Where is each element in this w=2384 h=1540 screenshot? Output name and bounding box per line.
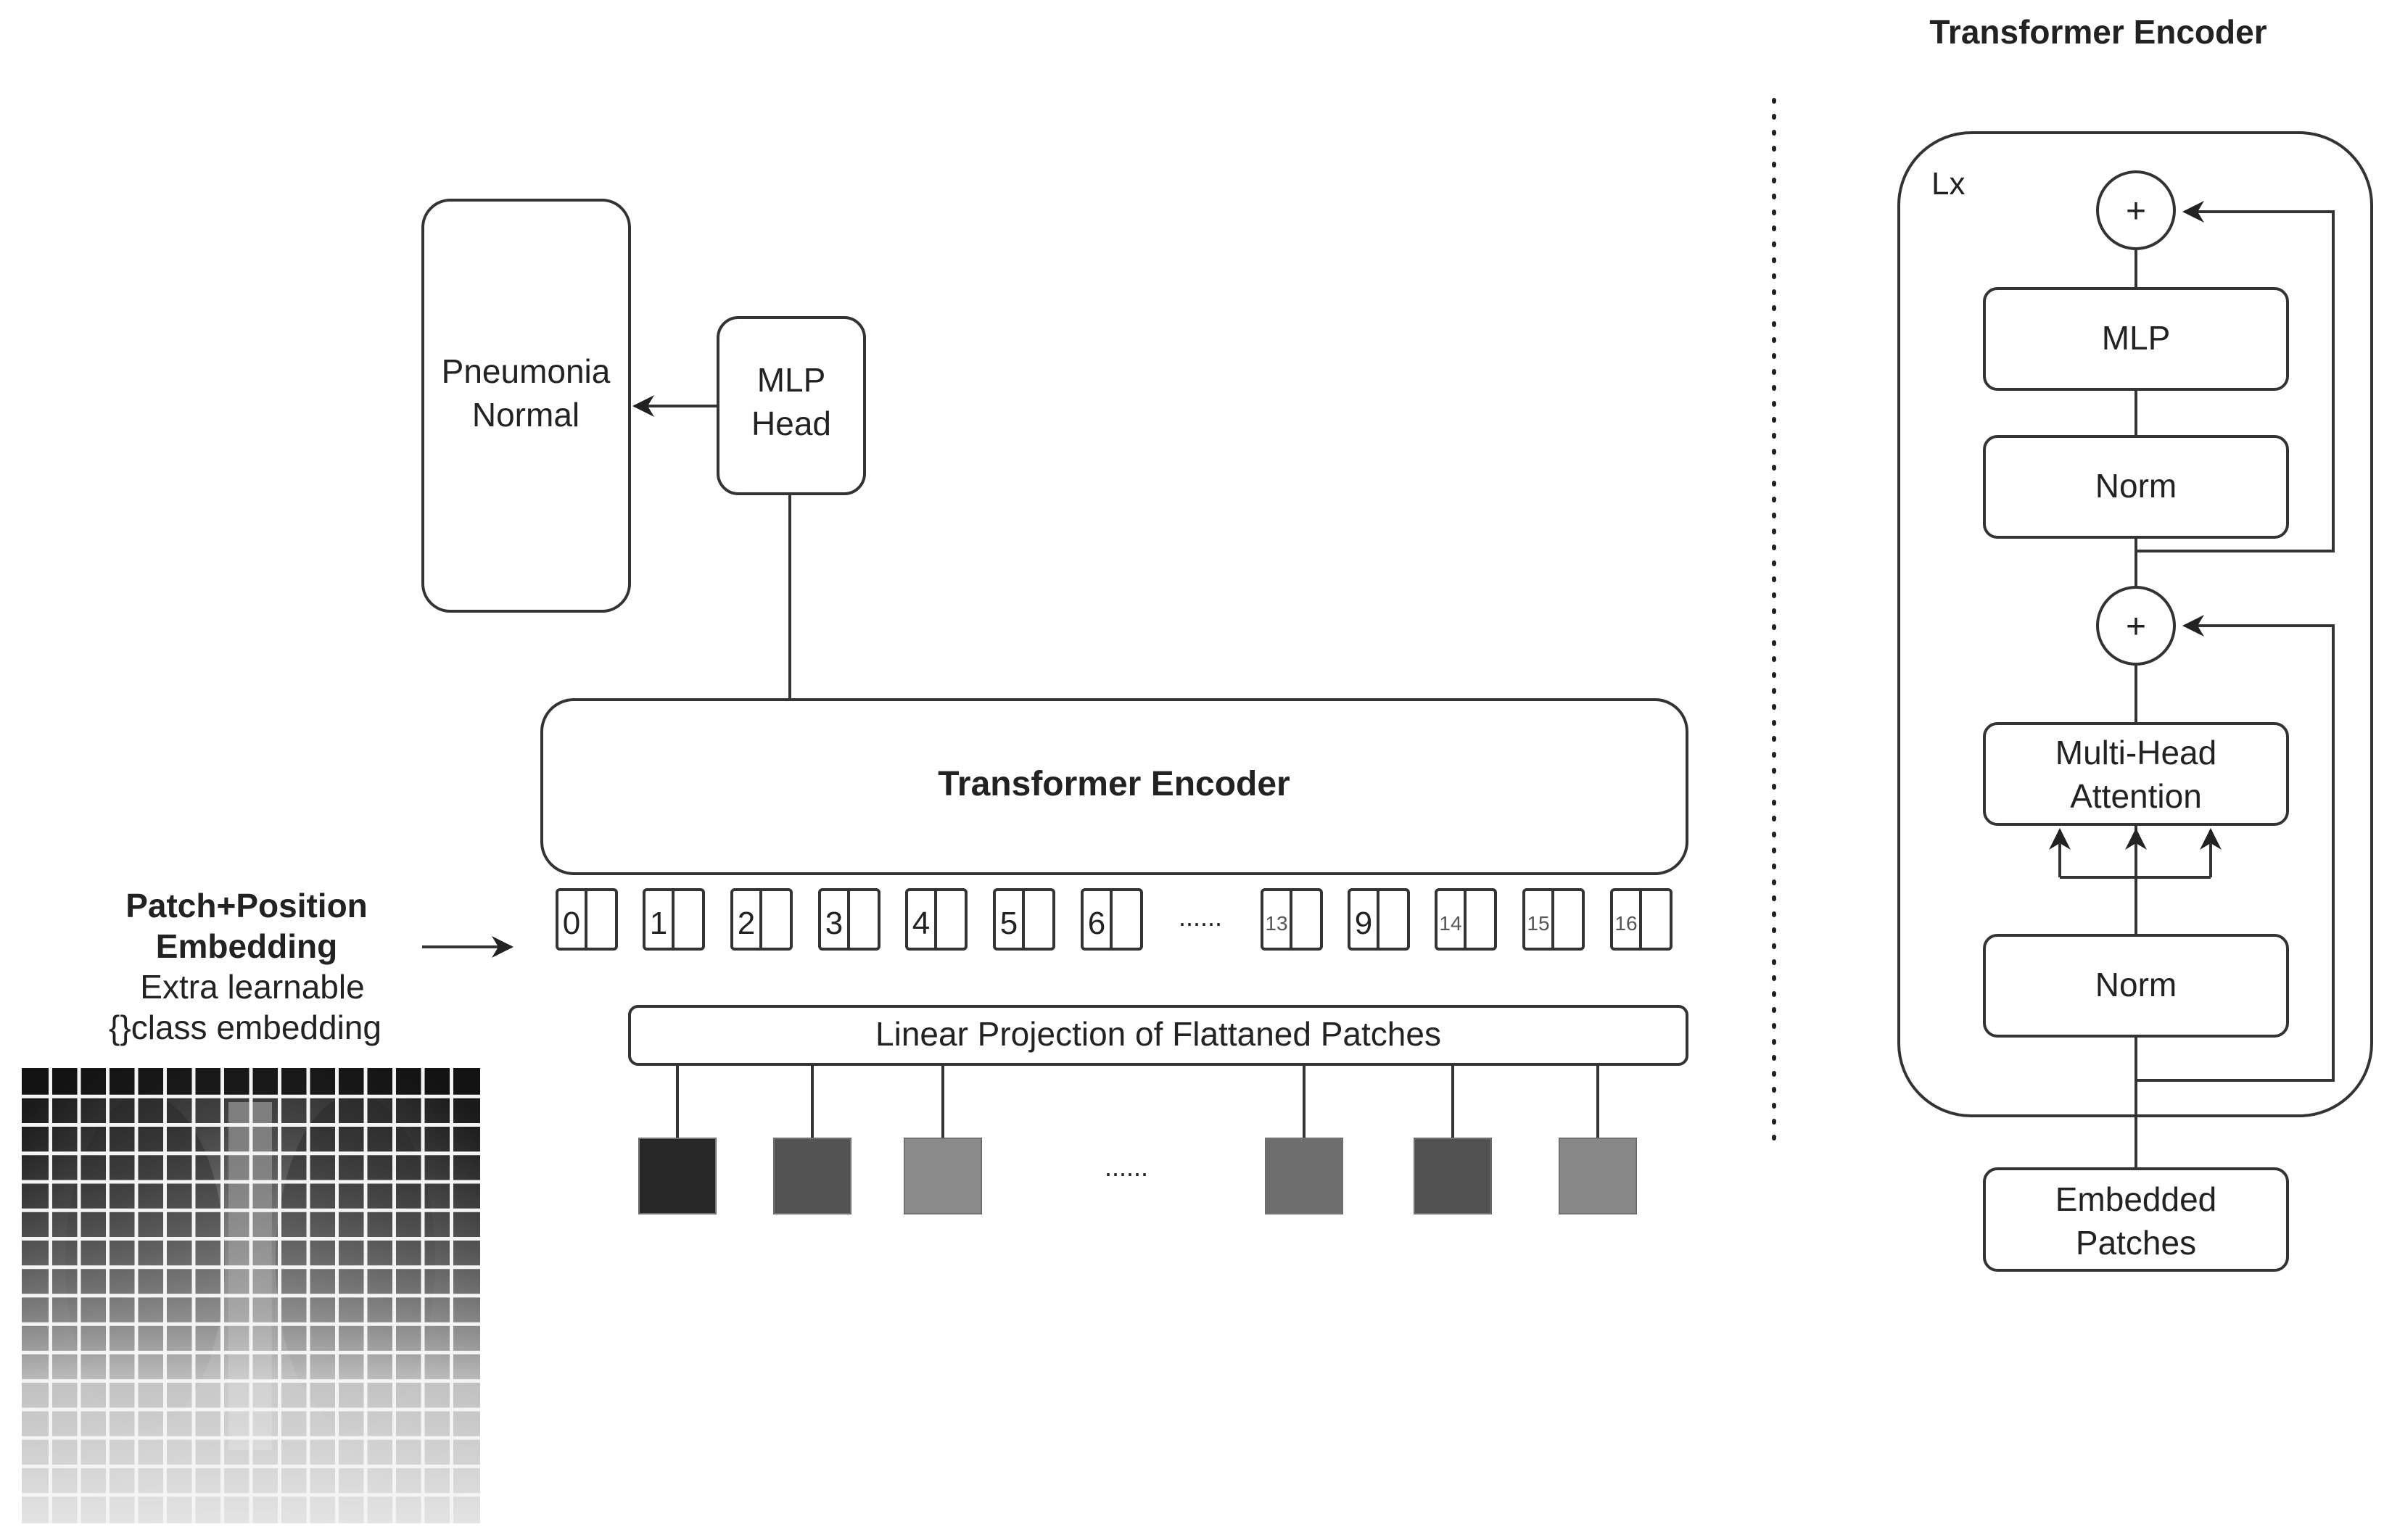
- embedded-patches-label-1: Embedded: [2055, 1180, 2217, 1218]
- patch-row: [638, 1064, 1637, 1214]
- transformer-encoder-box: [540, 698, 1688, 875]
- plus-symbol-bottom: +: [2126, 608, 2146, 646]
- position-token-0: 0: [556, 888, 618, 951]
- residual-add-top: [2096, 170, 2176, 250]
- position-token-9: 9: [1348, 888, 1410, 951]
- token-number-14: 14: [1439, 912, 1461, 935]
- token-number-5: 5: [1000, 906, 1018, 941]
- output-class-pneumonia: Pneumonia: [442, 352, 611, 390]
- linear-projection-box: [628, 1005, 1688, 1066]
- chest-xray-image: [22, 1068, 480, 1523]
- token-number-1: 1: [650, 906, 667, 941]
- token-number-13: 13: [1265, 912, 1287, 935]
- mlp-head-label-2: Head: [751, 405, 831, 442]
- encoder-norm-bottom-box: [1983, 934, 2289, 1038]
- encoder-mlp-label: MLP: [2102, 319, 2171, 357]
- encoder-norm-top-label: Norm: [2095, 467, 2177, 505]
- token-number-4: 4: [912, 906, 930, 941]
- output-class-normal: Normal: [472, 396, 579, 434]
- embedding-label-4: {}class embedding: [109, 1009, 381, 1046]
- encoder-mlp-box: [1983, 287, 2289, 391]
- transformer-encoder-title: Transformer Encoder: [938, 765, 1290, 803]
- patch-thumbnail: [904, 1064, 982, 1214]
- position-token-4: 4: [905, 888, 968, 951]
- position-token-6: 6: [1081, 888, 1143, 951]
- embedding-label-1: Patch+Position: [125, 887, 368, 924]
- patch-thumbnail: [773, 1064, 851, 1214]
- linear-projection-label: Linear Projection of Flattaned Patches: [875, 1015, 1441, 1053]
- position-token-13: 13: [1261, 888, 1323, 951]
- token-number-16: 16: [1614, 912, 1637, 935]
- position-token-15: 15: [1522, 888, 1585, 951]
- encoder-norm-bottom-label: Norm: [2095, 966, 2177, 1003]
- token-number-0: 0: [563, 906, 580, 941]
- token-number-3: 3: [825, 906, 843, 941]
- position-token-3: 3: [818, 888, 880, 951]
- plus-symbol-top: +: [2126, 192, 2146, 231]
- token-number-9: 9: [1355, 906, 1372, 941]
- token-number-6: 6: [1088, 906, 1105, 941]
- token-ellipsis: ......: [1179, 902, 1222, 932]
- position-token-14: 14: [1435, 888, 1497, 951]
- patch-thumbnail: [1265, 1064, 1343, 1214]
- position-token-16: 16: [1610, 888, 1672, 951]
- token-row: 0 1 2 3 4 5 6 13 9 14 15 16: [556, 888, 1672, 951]
- embedded-patches-box: [1983, 1167, 2289, 1272]
- embedded-patches-label-2: Patches: [2076, 1224, 2196, 1262]
- residual-arrow-upper: [2136, 201, 2335, 552]
- residual-arrow-lower: [2136, 615, 2335, 1082]
- position-token-2: 2: [730, 888, 793, 951]
- output-class-box: [421, 199, 631, 613]
- embedding-label-3: Extra learnable: [140, 968, 364, 1006]
- attention-label-1: Multi-Head: [2055, 734, 2216, 771]
- patch-thumbnail: [1414, 1064, 1492, 1214]
- embedding-label-2: Embedding: [156, 927, 337, 965]
- token-number-2: 2: [738, 906, 755, 941]
- position-token-5: 5: [993, 888, 1055, 951]
- encoder-norm-top-box: [1983, 435, 2289, 539]
- patch-ellipsis: ......: [1105, 1152, 1148, 1182]
- mlp-head-label-1: MLP: [757, 361, 826, 399]
- position-token-1: 1: [643, 888, 705, 951]
- attention-label-2: Attention: [2070, 777, 2202, 815]
- multi-head-attention-box: [1983, 722, 2289, 826]
- patch-thumbnail: [1559, 1064, 1637, 1214]
- token-number-15: 15: [1527, 912, 1549, 935]
- residual-add-bottom: [2096, 586, 2176, 666]
- detail-title: Transformer Encoder: [1929, 13, 2267, 51]
- repeat-label: Lx: [1931, 166, 1965, 202]
- patch-thumbnail: [638, 1064, 717, 1214]
